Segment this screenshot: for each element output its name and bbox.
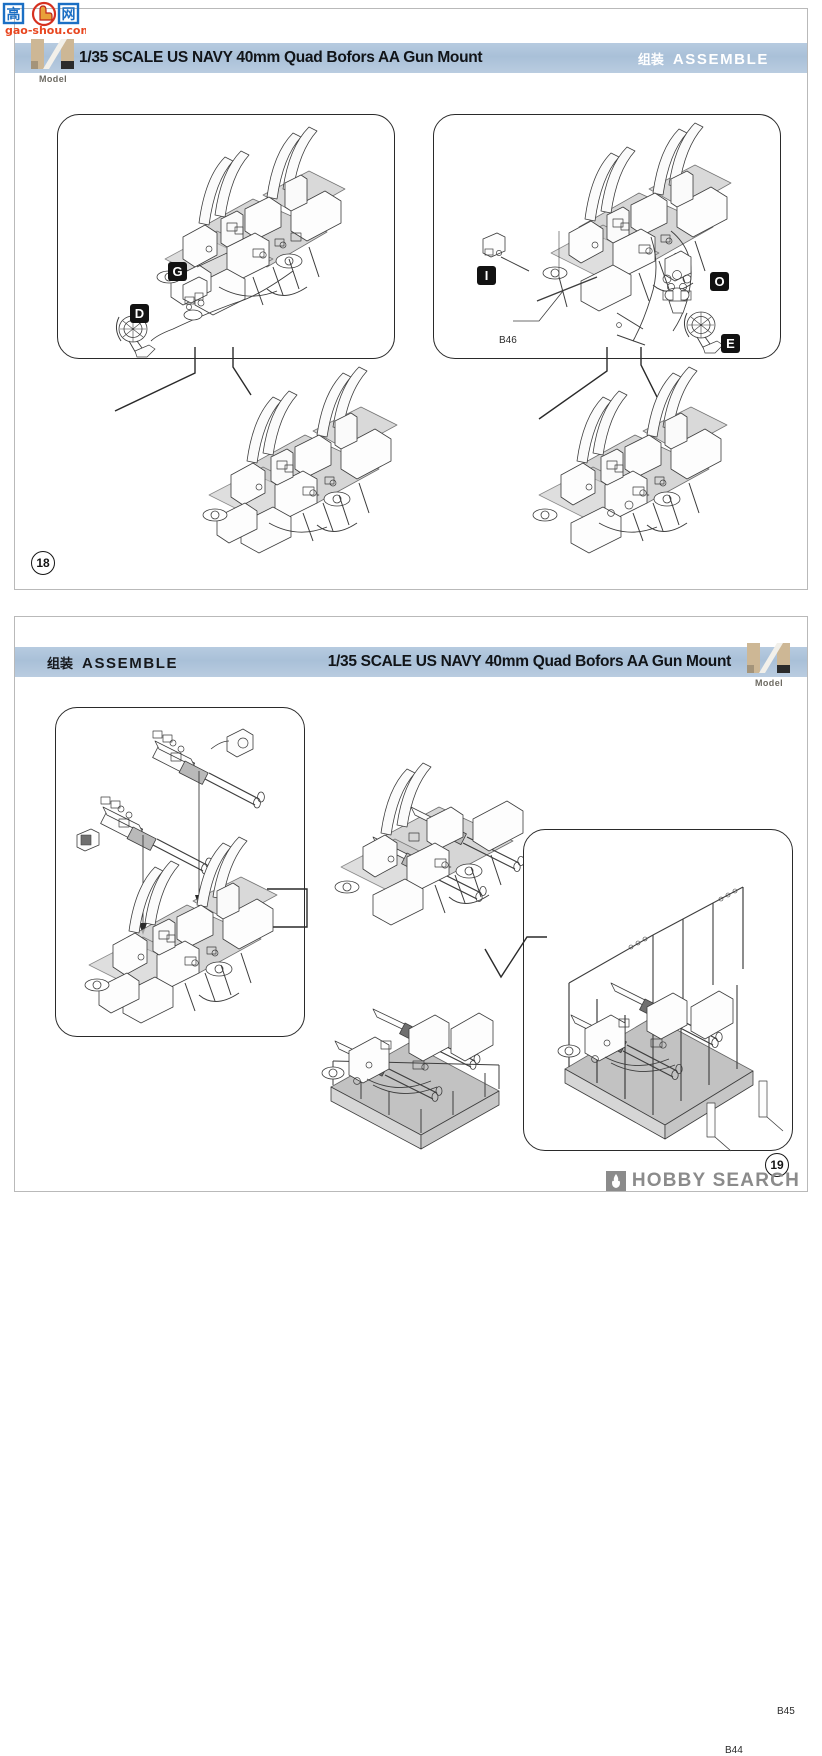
page-18-section-cn: 组装 bbox=[637, 51, 664, 67]
page-19-section-label: 组装 ASSEMBLE bbox=[47, 653, 178, 672]
watermark-gaoshou: 高 网 gao-shou.com bbox=[2, 0, 92, 46]
artwork-18-right-assembly bbox=[542, 122, 732, 342]
step-badge-O[interactable]: O bbox=[710, 272, 729, 291]
artwork-19-center-upper bbox=[334, 762, 525, 926]
artwork-19-lower-center bbox=[321, 1008, 500, 1150]
part-label-B46: B46 bbox=[499, 335, 517, 346]
artwork-18-lower-right-assembly bbox=[532, 366, 728, 554]
page-19-section-en: ASSEMBLE bbox=[82, 654, 179, 672]
artwork-18-left-assembly bbox=[156, 126, 346, 316]
artwork-18-right-details bbox=[482, 231, 724, 354]
watermark-hobby-search: HOBBY SEARCH bbox=[605, 1170, 800, 1192]
watermark-hobby-search-text: HOBBY SEARCH bbox=[631, 1170, 800, 1191]
page-18-section-en: ASSEMBLE bbox=[672, 50, 769, 68]
page-number-19: 19 bbox=[765, 1153, 789, 1177]
part-label-B44: B44 bbox=[725, 1745, 743, 1756]
svg-text:高: 高 bbox=[7, 6, 21, 23]
step-badge-E[interactable]: E bbox=[721, 334, 740, 353]
part-label-B45: B45 bbox=[777, 1706, 795, 1717]
brand-logo-page-19: Model bbox=[743, 641, 795, 688]
brand-logo-label: Model bbox=[755, 678, 783, 688]
artwork-19-left-exploded bbox=[76, 728, 278, 1024]
step-badge-I[interactable]: I bbox=[477, 266, 496, 285]
step-badge-D[interactable]: D bbox=[130, 304, 149, 323]
brand-logo-mark bbox=[747, 643, 790, 673]
page-19-header: 组装 ASSEMBLE 1/35 SCALE US NAVY 40mm Quad… bbox=[15, 647, 807, 677]
instruction-page-19: 组装 ASSEMBLE 1/35 SCALE US NAVY 40mm Quad… bbox=[14, 616, 808, 1756]
brand-logo-label: Model bbox=[39, 74, 67, 84]
page-18-section-label: 组装 ASSEMBLE bbox=[638, 49, 769, 68]
watermark-gaoshou-url: gao-shou.com bbox=[5, 24, 86, 37]
page-19-section-cn: 组装 bbox=[47, 655, 74, 671]
hobby-search-icon bbox=[605, 1171, 626, 1191]
page-19-title: 1/35 SCALE US NAVY 40mm Quad Bofors AA G… bbox=[327, 653, 732, 670]
step-badge-G[interactable]: G bbox=[168, 262, 187, 281]
artwork-19-right-railing-assembly bbox=[557, 886, 784, 1152]
page-18-header: 1/35 SCALE US NAVY 40mm Quad Bofors AA G… bbox=[15, 43, 807, 73]
page-number-18: 18 bbox=[31, 551, 55, 575]
callout-pointer-19-left bbox=[265, 888, 308, 928]
callout-pointer-19-right bbox=[484, 936, 547, 979]
callout-pointer-18-right bbox=[538, 347, 660, 420]
callout-pointer-18-left bbox=[114, 347, 252, 412]
artwork-18-lower-left-assembly bbox=[202, 366, 398, 554]
page-18-title: 1/35 SCALE US NAVY 40mm Quad Bofors AA G… bbox=[79, 49, 483, 66]
brand-logo-page-18: Model bbox=[27, 37, 79, 84]
brand-logo-mark bbox=[31, 39, 74, 69]
svg-text:网: 网 bbox=[62, 7, 76, 23]
instruction-page-18: 1/35 SCALE US NAVY 40mm Quad Bofors AA G… bbox=[14, 8, 808, 590]
